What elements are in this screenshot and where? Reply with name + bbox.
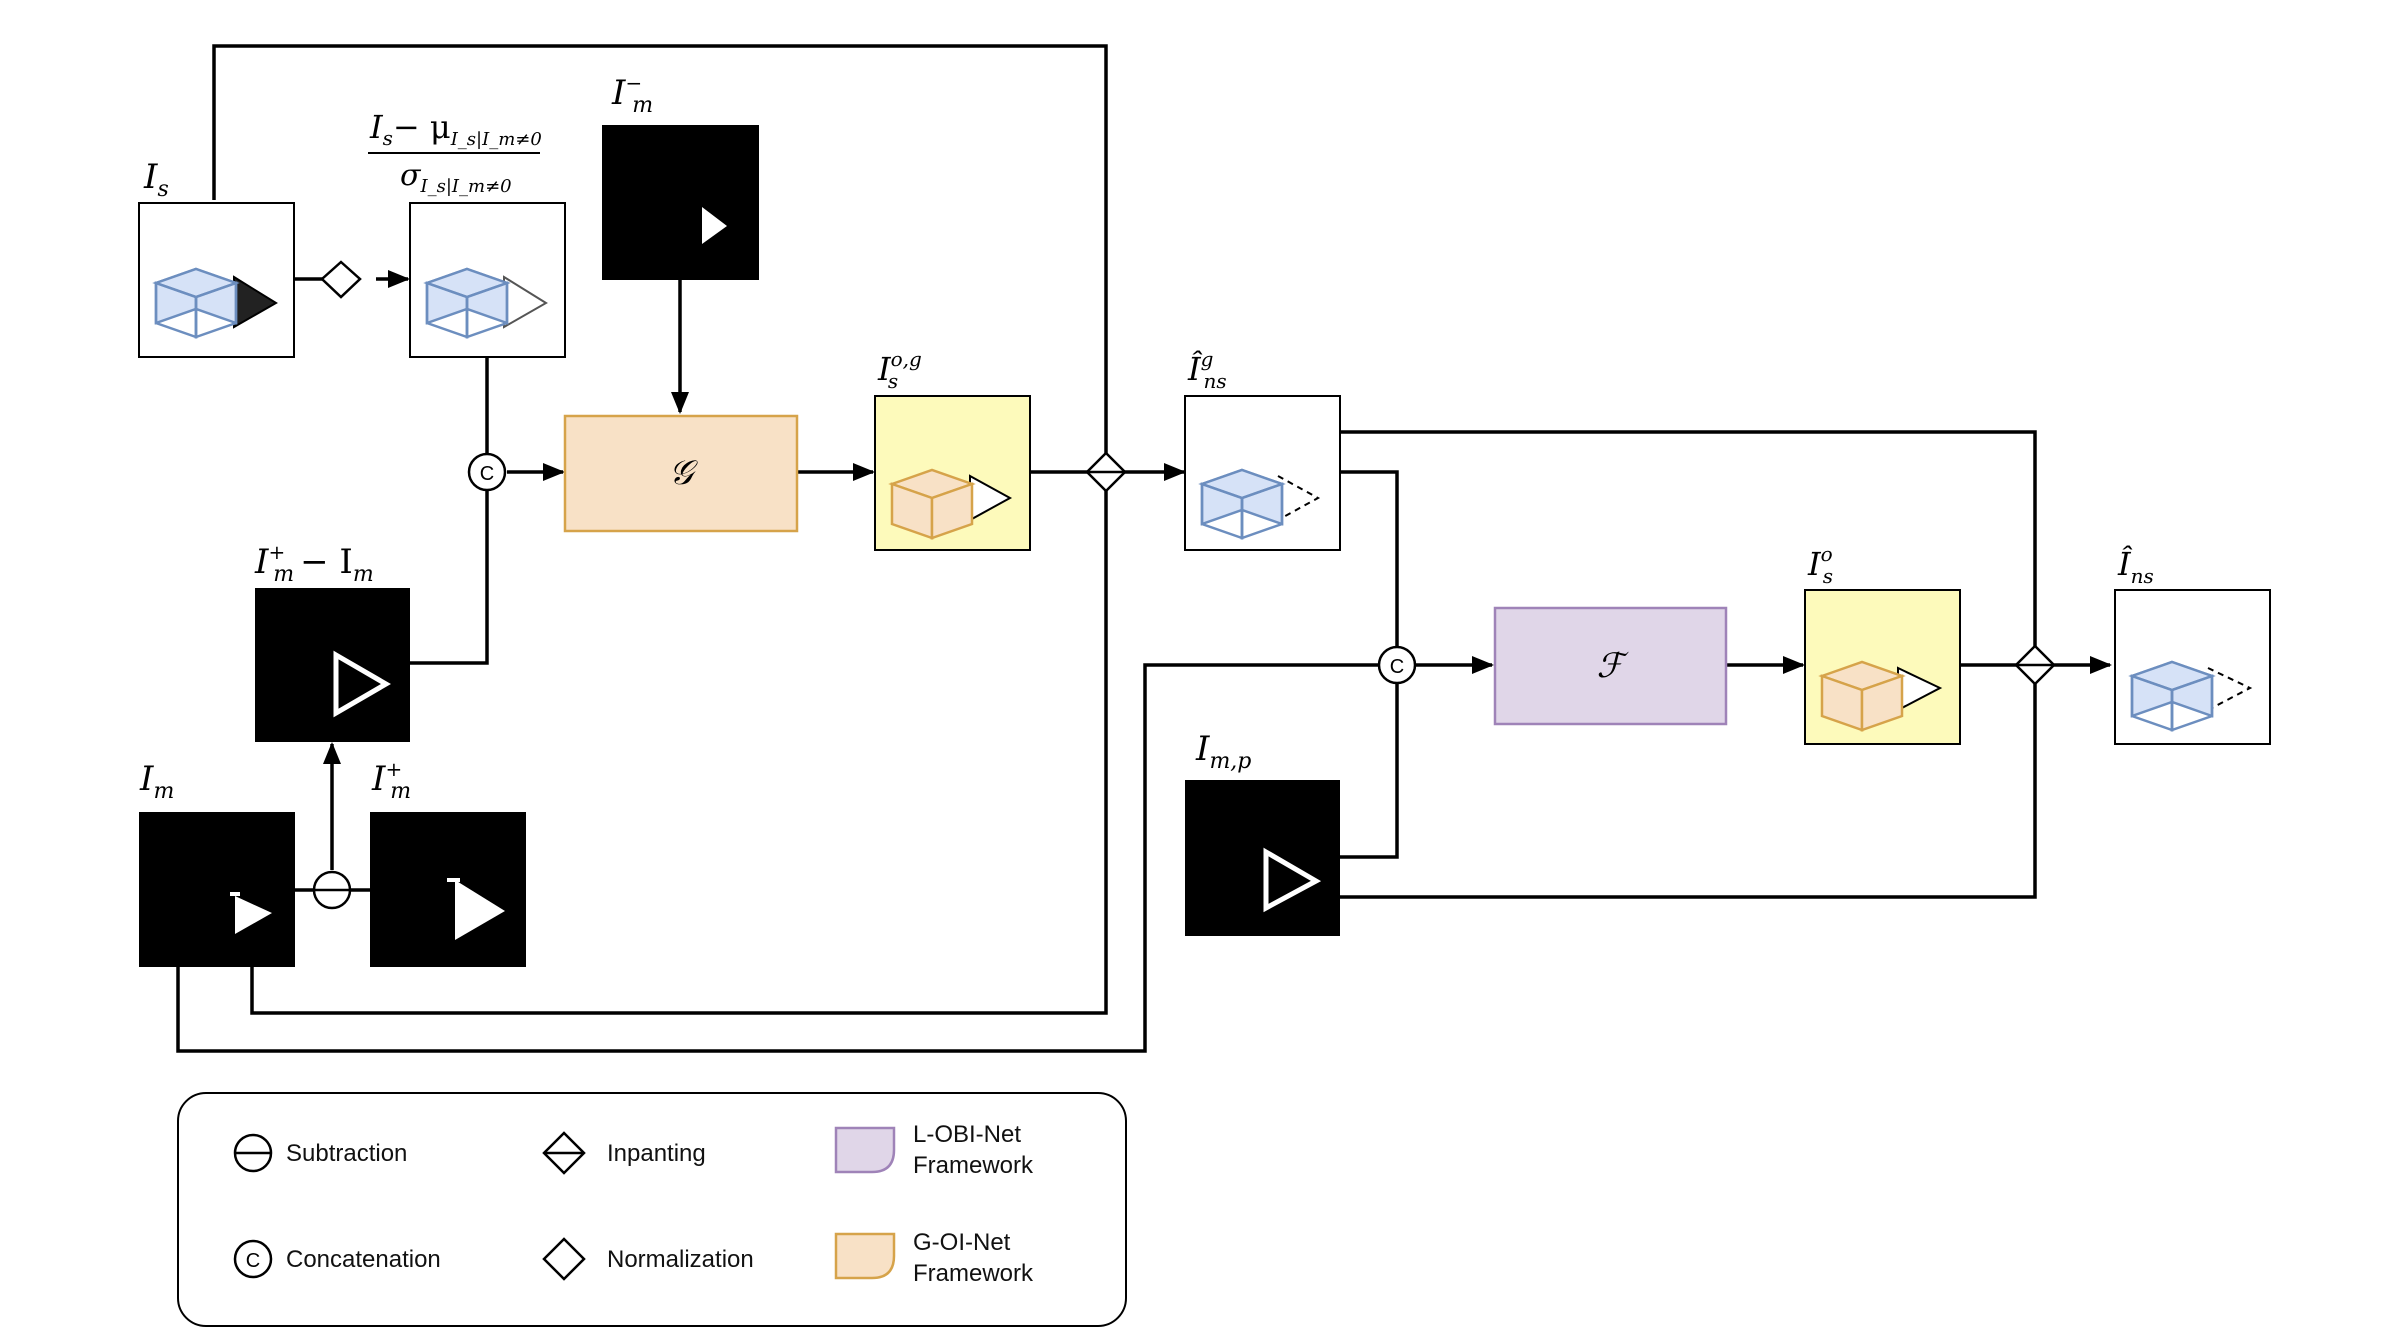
svg-text:Subtraction: Subtraction bbox=[286, 1140, 407, 1167]
svg-text:L-OBI-Net: L-OBI-Net bbox=[913, 1121, 1021, 1148]
label-mask-prior: Im,p bbox=[1195, 729, 1251, 774]
svg-text:Framework: Framework bbox=[913, 1260, 1034, 1287]
f-network-box: ℱ bbox=[1493, 606, 1728, 726]
global-inpaint-output-box bbox=[874, 395, 1031, 551]
svg-text:G-OI-Net: G-OI-Net bbox=[913, 1229, 1011, 1256]
cube-icon bbox=[1200, 468, 1284, 540]
svg-text:Io,gs: Io,gs bbox=[877, 347, 922, 393]
svg-text:C: C bbox=[1390, 656, 1404, 678]
svg-text:σI_s|I_m≠0: σI_s|I_m≠0 bbox=[400, 158, 512, 197]
cube-icon bbox=[1820, 660, 1904, 732]
normalized-image-box bbox=[409, 202, 566, 358]
final-output-image-box bbox=[2114, 589, 2271, 745]
legend-goi: G-OI-Net Framework bbox=[834, 1229, 1034, 1287]
label-normalization-formula: Is− μI_s|I_m≠0 σI_s|I_m≠0 bbox=[368, 108, 542, 197]
svg-text:Im,p: Im,p bbox=[1195, 729, 1251, 774]
svg-text:Normalization: Normalization bbox=[607, 1246, 754, 1273]
cube-icon bbox=[425, 267, 509, 339]
concatenation-icon: C bbox=[1377, 645, 1417, 685]
svg-text:Ios: Ios bbox=[1807, 542, 1833, 588]
svg-text:I−m: I−m bbox=[611, 71, 653, 118]
mask-plus-image-box bbox=[370, 812, 526, 967]
legend-normalization: Normalization bbox=[542, 1237, 754, 1281]
label-mask-image: Im bbox=[139, 759, 174, 804]
source-image-box bbox=[138, 202, 295, 358]
legend-concatenation: C Concatenation bbox=[233, 1239, 441, 1279]
cube-icon bbox=[2130, 660, 2214, 732]
mask-difference-image-box bbox=[255, 588, 410, 742]
inpainting-diamond-icon bbox=[2014, 644, 2056, 686]
local-inpaint-output-box bbox=[1804, 589, 1961, 745]
mask-minus-image-box bbox=[602, 125, 759, 280]
svg-text:Is: Is bbox=[143, 157, 169, 202]
svg-text:Is− μI_s|I_m≠0: Is− μI_s|I_m≠0 bbox=[369, 108, 542, 150]
connection-lines bbox=[176, 44, 2112, 1053]
cube-icon bbox=[890, 468, 974, 540]
legend-inpainting: Inpanting bbox=[542, 1131, 706, 1175]
normalization-diamond-icon bbox=[542, 1237, 586, 1281]
svg-text:I+m− Im: I+m− Im bbox=[254, 540, 374, 587]
g-network-box: 𝒢 bbox=[563, 414, 799, 533]
subtraction-icon bbox=[312, 870, 352, 910]
legend-lobi: L-OBI-Net Framework bbox=[834, 1121, 1034, 1179]
label-mask-minus: I−m bbox=[611, 71, 653, 118]
label-mask-difference: I+m− Im bbox=[254, 540, 374, 587]
inpainting-diamond-icon bbox=[1085, 451, 1127, 493]
label-source-image: Is bbox=[143, 157, 169, 202]
concatenation-icon bbox=[233, 1239, 273, 1279]
mask-prior-image-box bbox=[1185, 780, 1340, 936]
normalization-diamond-icon bbox=[320, 260, 362, 299]
svg-text:I+m: I+m bbox=[371, 757, 411, 804]
label-final-output: Îns bbox=[2117, 545, 2154, 588]
mask-image-box bbox=[139, 812, 295, 967]
legend: Subtraction Inpanting L-OBI-Net Framewor… bbox=[177, 1092, 1127, 1327]
g-network-label: 𝒢 bbox=[669, 453, 698, 493]
global-background-image-box bbox=[1184, 395, 1341, 551]
legend-subtraction: Subtraction bbox=[233, 1133, 407, 1173]
svg-text:Inpanting: Inpanting bbox=[607, 1140, 706, 1167]
concatenation-icon: C bbox=[467, 452, 507, 492]
cube-icon bbox=[154, 267, 238, 339]
goi-swatch-icon bbox=[834, 1232, 896, 1280]
svg-text:C: C bbox=[246, 1250, 260, 1272]
svg-text:Im: Im bbox=[139, 759, 174, 804]
lobi-swatch-icon bbox=[834, 1126, 896, 1174]
svg-text:Îns: Îns bbox=[2117, 545, 2154, 588]
svg-text:Concatenation: Concatenation bbox=[286, 1246, 441, 1273]
svg-text:C: C bbox=[480, 463, 494, 485]
svg-text:Framework: Framework bbox=[913, 1152, 1034, 1179]
label-mask-plus: I+m bbox=[371, 757, 411, 804]
